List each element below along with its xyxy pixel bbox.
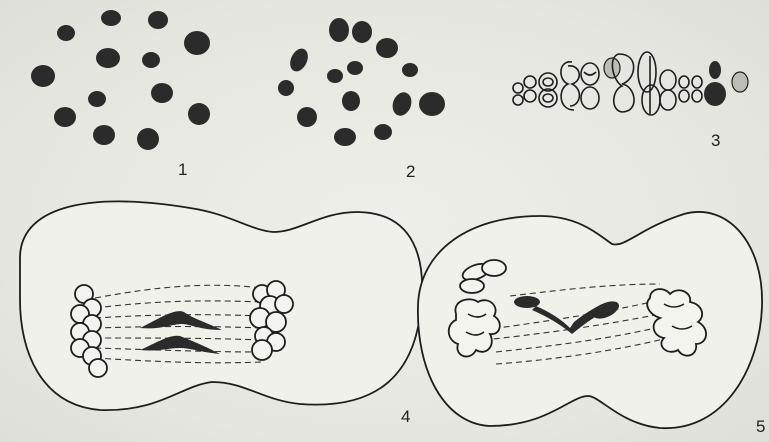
panel-4-label: 4 xyxy=(401,407,410,426)
chromosome-pair-element xyxy=(524,90,536,102)
panel-4-cell xyxy=(20,201,422,410)
panel-2-label: 2 xyxy=(406,162,415,181)
chromosome-dot xyxy=(342,91,360,111)
chromosome-dot xyxy=(93,125,115,145)
chromosome-dot xyxy=(54,107,76,127)
chromosome-pair-element xyxy=(581,63,599,85)
chromosome-pair-element xyxy=(543,78,553,86)
chromosome-dot xyxy=(96,48,120,68)
chromosome-pair-element xyxy=(568,66,579,106)
chromosome-pair-element xyxy=(692,76,702,88)
chromosome-dot xyxy=(142,52,160,68)
chromosome-dot xyxy=(188,103,210,125)
panel-5-cell xyxy=(418,212,762,428)
chromosome-dot xyxy=(334,128,356,146)
chromosome-dot xyxy=(352,21,372,43)
chromosome-dot xyxy=(31,65,55,87)
panel-5-label: 5 xyxy=(756,417,765,436)
panel-1-label: 1 xyxy=(178,160,187,179)
chromosome-oval xyxy=(460,279,484,293)
chromosome-pair-element xyxy=(660,70,676,90)
chromosome-dot xyxy=(101,10,121,26)
chromosome-pair-element xyxy=(679,90,689,102)
chromosome-dot xyxy=(374,124,392,140)
chromosome-pair-element xyxy=(513,95,523,105)
chromosome-pair-element xyxy=(660,90,676,110)
chromosome-dot xyxy=(137,128,159,150)
chromosome-pair-element xyxy=(732,72,748,92)
chromosome-dot xyxy=(184,31,210,55)
panel-1-chromosomes xyxy=(31,10,210,150)
chromosome-dot xyxy=(151,83,173,103)
chromosome-pair-element xyxy=(543,94,553,102)
chromosome-dot xyxy=(297,107,317,127)
chromosome-dot xyxy=(148,11,168,29)
chromosome-dot xyxy=(402,63,418,77)
chromosome-dot xyxy=(287,46,312,75)
chromosome-pair-element xyxy=(679,76,689,88)
chromosome-oval xyxy=(482,260,506,276)
chromosome-pair-element xyxy=(513,83,523,93)
chromosome-dot xyxy=(88,91,106,107)
panel-3-label: 3 xyxy=(711,131,720,150)
chromosome-dot xyxy=(419,92,445,116)
chromosome-pair-element xyxy=(692,90,702,102)
chromosome-dot xyxy=(376,38,398,58)
chromosome-dot xyxy=(278,80,294,96)
chromosome-pair-element xyxy=(581,87,599,109)
panel-2-chromosomes xyxy=(278,18,445,146)
chromosome-pair-element xyxy=(584,72,596,75)
chromosome-pair-element xyxy=(561,62,574,110)
chromosome-dot xyxy=(389,90,414,119)
chromosome-pair-element xyxy=(524,76,536,88)
chromosome-dot xyxy=(347,61,363,75)
chromosome-dot xyxy=(57,25,75,41)
chromosome-dot xyxy=(327,69,343,83)
chromosome-pair-element xyxy=(704,82,726,106)
chromosome-dot xyxy=(329,18,349,42)
chromosome-pair-element xyxy=(709,61,721,79)
panel-3-chromosomes xyxy=(513,52,748,115)
